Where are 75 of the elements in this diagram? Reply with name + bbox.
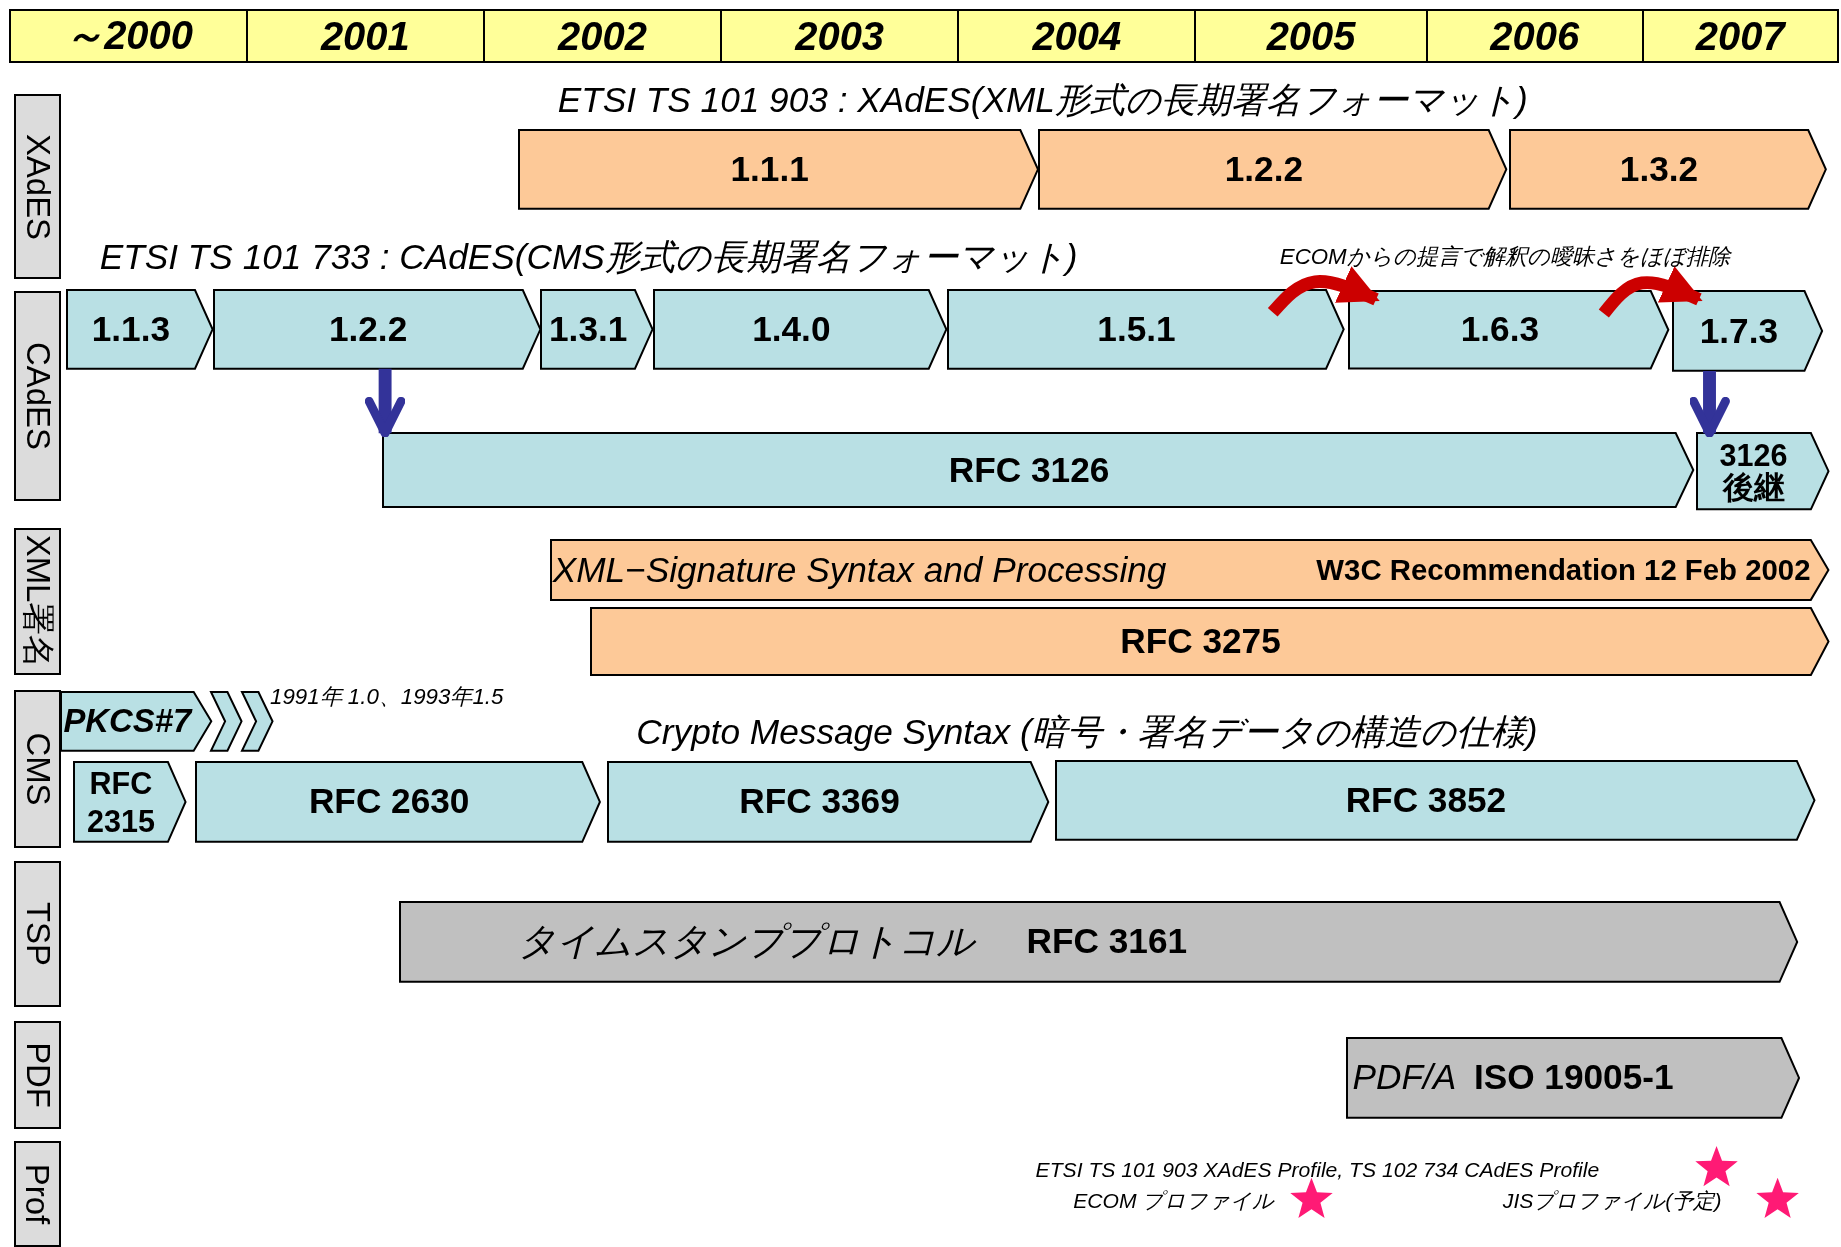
arrow [1598, 266, 1703, 318]
version-bar [518, 130, 1038, 209]
row-header-text: XAdES [18, 133, 57, 240]
version-bar [1509, 130, 1826, 209]
chevron-shape [211, 691, 242, 751]
row-header [14, 690, 62, 848]
version-bar [608, 762, 1049, 842]
version-label: 1.4.0 [752, 310, 831, 348]
version-label: RFC 2630 [308, 783, 470, 821]
year-cell: ～2000 [9, 9, 248, 64]
profile-note: ECOM プロファイル [1073, 1188, 1275, 1214]
year-cell: 2007 [1641, 9, 1839, 64]
standard-detail: W3C Recommendation 12 Feb 2002 [1316, 554, 1811, 586]
version-label: 1.7.3 [1699, 312, 1778, 350]
version-bar [1696, 433, 1829, 510]
standard-name: タイムスタンププロトコル [517, 921, 974, 962]
section-title: ETSI TS 101 733 : CAdES(CMS形式の長期署名フォーマット) [99, 235, 1078, 278]
row-header-text: PDF [18, 1042, 57, 1109]
version-bar [947, 290, 1344, 369]
standard-name: PDF/A [1352, 1059, 1457, 1097]
profile-note: JISプロファイル(予定) [1502, 1188, 1722, 1214]
row-header [14, 1021, 62, 1130]
row-header [14, 1141, 62, 1247]
version-bar [1349, 291, 1669, 369]
version-label: RFC 3369 [739, 783, 900, 821]
version-label: 1.3.1 [549, 310, 628, 348]
row-header-text: Prof [18, 1163, 57, 1225]
year-cell: 2004 [957, 9, 1197, 64]
version-label: 1.1.1 [730, 151, 809, 189]
version-bar [1055, 760, 1814, 840]
version-bar [1346, 1037, 1799, 1118]
version-label: RFC 3275 [1120, 623, 1281, 661]
year-cell: 2003 [720, 9, 960, 64]
arrow [364, 368, 406, 438]
row-header [14, 291, 62, 502]
annotation-note: ECOMからの提言で解釈の曖昧さをほぼ排除 [1279, 242, 1730, 271]
row-header [14, 528, 62, 676]
profile-note: ETSI TS 101 903 XAdES Profile, TS 102 734 CAdES Profile [1035, 1157, 1600, 1182]
row-header-text: XML署名 [19, 534, 59, 669]
version-label: 1.5.1 [1097, 310, 1176, 348]
year-cell: 2002 [482, 9, 723, 64]
section-title: ETSI TS 101 903 : XAdES(XML形式の長期署名フォーマット) [557, 79, 1528, 122]
version-label: RFC 3852 [1345, 781, 1507, 819]
version-bar [400, 901, 1798, 982]
row-header-text: CMS [18, 732, 57, 806]
row-header-text: CAdES [18, 342, 57, 451]
version-bar [550, 540, 1829, 600]
version-label: 1.2.2 [328, 310, 408, 348]
version-bar [1673, 291, 1823, 371]
version-bar [66, 290, 213, 369]
standard-detail: ISO 19005-1 [1473, 1059, 1674, 1097]
year-cell: 2001 [245, 9, 485, 64]
year-cell: 2006 [1425, 9, 1644, 64]
section-title: 1991年 1.0、1993年1.5 [270, 683, 504, 712]
version-label: RFC 3126 [948, 451, 1110, 489]
row-header [14, 93, 62, 280]
section-title: Crypto Message Syntax (暗号・署名データの構造の仕様) [636, 711, 1538, 754]
version-label: 3126後継 [1718, 439, 1789, 504]
version-label: RFC 2315 [85, 764, 156, 840]
version-label: 1.1.3 [91, 310, 171, 348]
version-bar [590, 608, 1829, 676]
row-header [14, 860, 62, 1008]
arrow [1689, 371, 1730, 438]
version-label: 1.3.2 [1619, 151, 1699, 189]
version-label: 1.6.3 [1460, 311, 1540, 349]
version-label: PKCS#7 [63, 703, 192, 739]
version-bar [541, 290, 653, 369]
version-bar [1039, 130, 1507, 209]
version-bar [196, 762, 600, 842]
version-label: 1.2.2 [1224, 151, 1304, 189]
row-header-text: TSP [18, 902, 57, 966]
version-bar [73, 762, 186, 842]
year-cell: 2005 [1194, 9, 1428, 64]
standard-detail: RFC 3161 [1026, 923, 1188, 961]
standard-name: XML−Signature Syntax and Processing [552, 551, 1167, 589]
